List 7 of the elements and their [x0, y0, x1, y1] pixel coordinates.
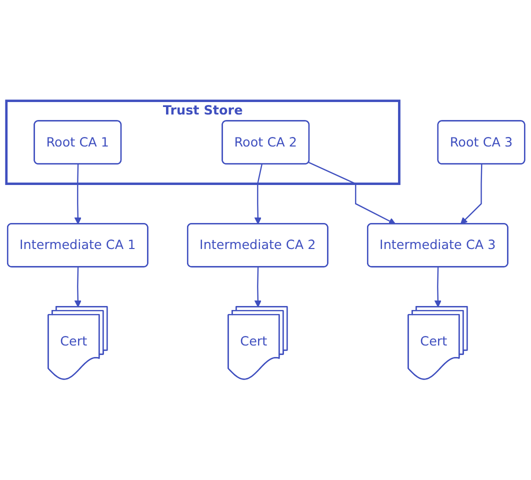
arrow: [254, 164, 262, 224]
arrow: [460, 164, 482, 224]
arrow: [254, 267, 262, 308]
arrow: [74, 164, 82, 224]
arrow: [308, 162, 396, 224]
arrow: [434, 267, 442, 308]
arrow: [74, 267, 82, 308]
